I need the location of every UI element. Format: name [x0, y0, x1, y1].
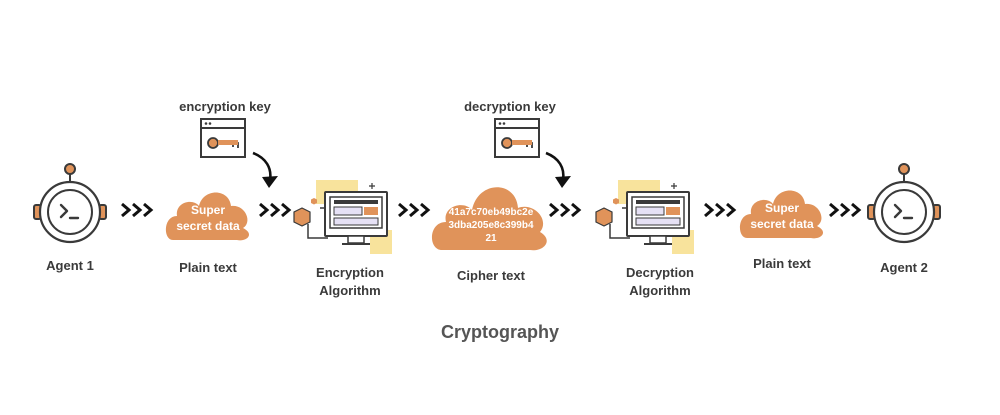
agent-1-label: Agent 1: [46, 258, 94, 273]
cipher-text-line1: 41a7c70eb49bc2e: [448, 207, 534, 218]
arrow-chevrons-6: [829, 202, 862, 218]
decryption-label-line2: Algorithm: [629, 283, 691, 298]
encryption-key-curved-arrow: [252, 151, 278, 188]
plain-text-cloud-1-line1: Super: [190, 203, 225, 217]
plain-text-cloud-1: [165, 192, 250, 241]
cipher-text-label: Cipher text: [457, 268, 525, 283]
cipher-text-line2: 3dba205e8c399b4: [448, 220, 534, 231]
plain-text-cloud-1-line2: secret data: [176, 219, 240, 233]
encryption-key-icon: [200, 118, 246, 158]
encryption-key-label: encryption key: [179, 99, 271, 114]
agent-2-label: Agent 2: [880, 260, 928, 275]
agent-2-icon: [867, 163, 941, 244]
plain-text-cloud-2-line2: secret data: [750, 217, 814, 231]
decryption-key-curved-arrow: [545, 151, 571, 188]
agent-1-icon: [33, 163, 107, 244]
arrow-chevrons-2: [259, 202, 292, 218]
plain-text-cloud-2: [739, 190, 824, 239]
cipher-text-line3: 21: [485, 233, 497, 244]
plain-text-2-label: Plain text: [753, 256, 811, 271]
decryption-key-label: decryption key: [464, 99, 556, 114]
diagram-title: Cryptography: [440, 322, 559, 342]
plain-text-1-label: Plain text: [179, 260, 237, 275]
decryption-key-icon: [494, 118, 540, 158]
arrow-chevrons-3: [398, 202, 431, 218]
encryption-algorithm-icon: [293, 180, 392, 254]
cipher-text-cloud: [431, 187, 547, 251]
arrow-chevrons-1: [121, 202, 154, 218]
arrow-chevrons-4: [549, 202, 582, 218]
plain-text-cloud-2-line1: Super: [764, 201, 799, 215]
decryption-label-line1: Decryption: [626, 265, 694, 280]
decryption-algorithm-icon: [595, 180, 694, 254]
arrow-chevrons-5: [704, 202, 737, 218]
encryption-label-line1: Encryption: [316, 265, 384, 280]
encryption-label-line2: Algorithm: [319, 283, 381, 298]
